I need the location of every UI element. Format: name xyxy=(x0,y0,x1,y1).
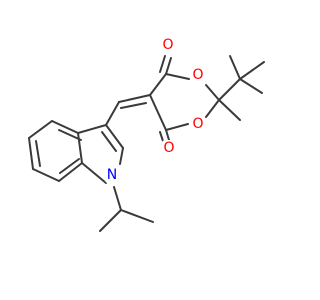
bond xyxy=(159,131,164,142)
bond xyxy=(81,162,107,184)
bond xyxy=(105,101,120,126)
bond xyxy=(77,124,107,134)
bond xyxy=(165,129,170,141)
bond xyxy=(101,131,117,152)
bond xyxy=(205,84,220,101)
atom-label-o-keto-bottom: O xyxy=(162,140,176,156)
bond xyxy=(239,78,263,94)
bond xyxy=(149,94,167,131)
molecule-structure: O O O O N xyxy=(28,37,265,232)
bonds xyxy=(28,55,265,232)
bond xyxy=(218,99,241,121)
atom-label-text: O xyxy=(162,37,173,53)
bond xyxy=(35,140,41,167)
atom-labels: O O O O N xyxy=(105,37,205,183)
atom-label-background xyxy=(191,67,205,83)
bond xyxy=(229,55,241,80)
bond xyxy=(218,78,241,101)
atom-label-background xyxy=(162,140,176,156)
bond xyxy=(120,102,147,109)
bond xyxy=(119,147,124,165)
bond xyxy=(165,73,190,80)
bond xyxy=(159,55,166,73)
bond xyxy=(28,120,53,139)
bond xyxy=(205,99,220,118)
atom-label-o-ring-bottom: O xyxy=(191,116,205,132)
bond xyxy=(105,124,124,149)
bond xyxy=(59,158,80,174)
atom-label-text: O xyxy=(163,140,174,156)
atom-label-background xyxy=(161,37,175,53)
bond xyxy=(58,129,82,141)
bond xyxy=(51,120,79,134)
bond xyxy=(58,162,83,182)
atom-label-n-indole: N xyxy=(105,167,119,183)
bond xyxy=(118,94,151,103)
bond xyxy=(113,186,122,211)
bond xyxy=(165,57,172,75)
bond xyxy=(149,73,167,96)
atom-label-text: N xyxy=(107,167,117,183)
bond xyxy=(120,209,154,223)
atom-label-background xyxy=(191,116,205,132)
atom-label-text: O xyxy=(192,116,203,132)
bond xyxy=(28,137,34,170)
atom-label-text: O xyxy=(192,67,203,83)
bond xyxy=(32,168,60,182)
bond xyxy=(239,61,265,80)
bond xyxy=(99,209,122,232)
atom-label-o-keto-top: O xyxy=(161,37,175,53)
atom-label-o-ring-top: O xyxy=(191,67,205,83)
bond xyxy=(165,123,189,131)
atom-label-background xyxy=(105,167,119,183)
